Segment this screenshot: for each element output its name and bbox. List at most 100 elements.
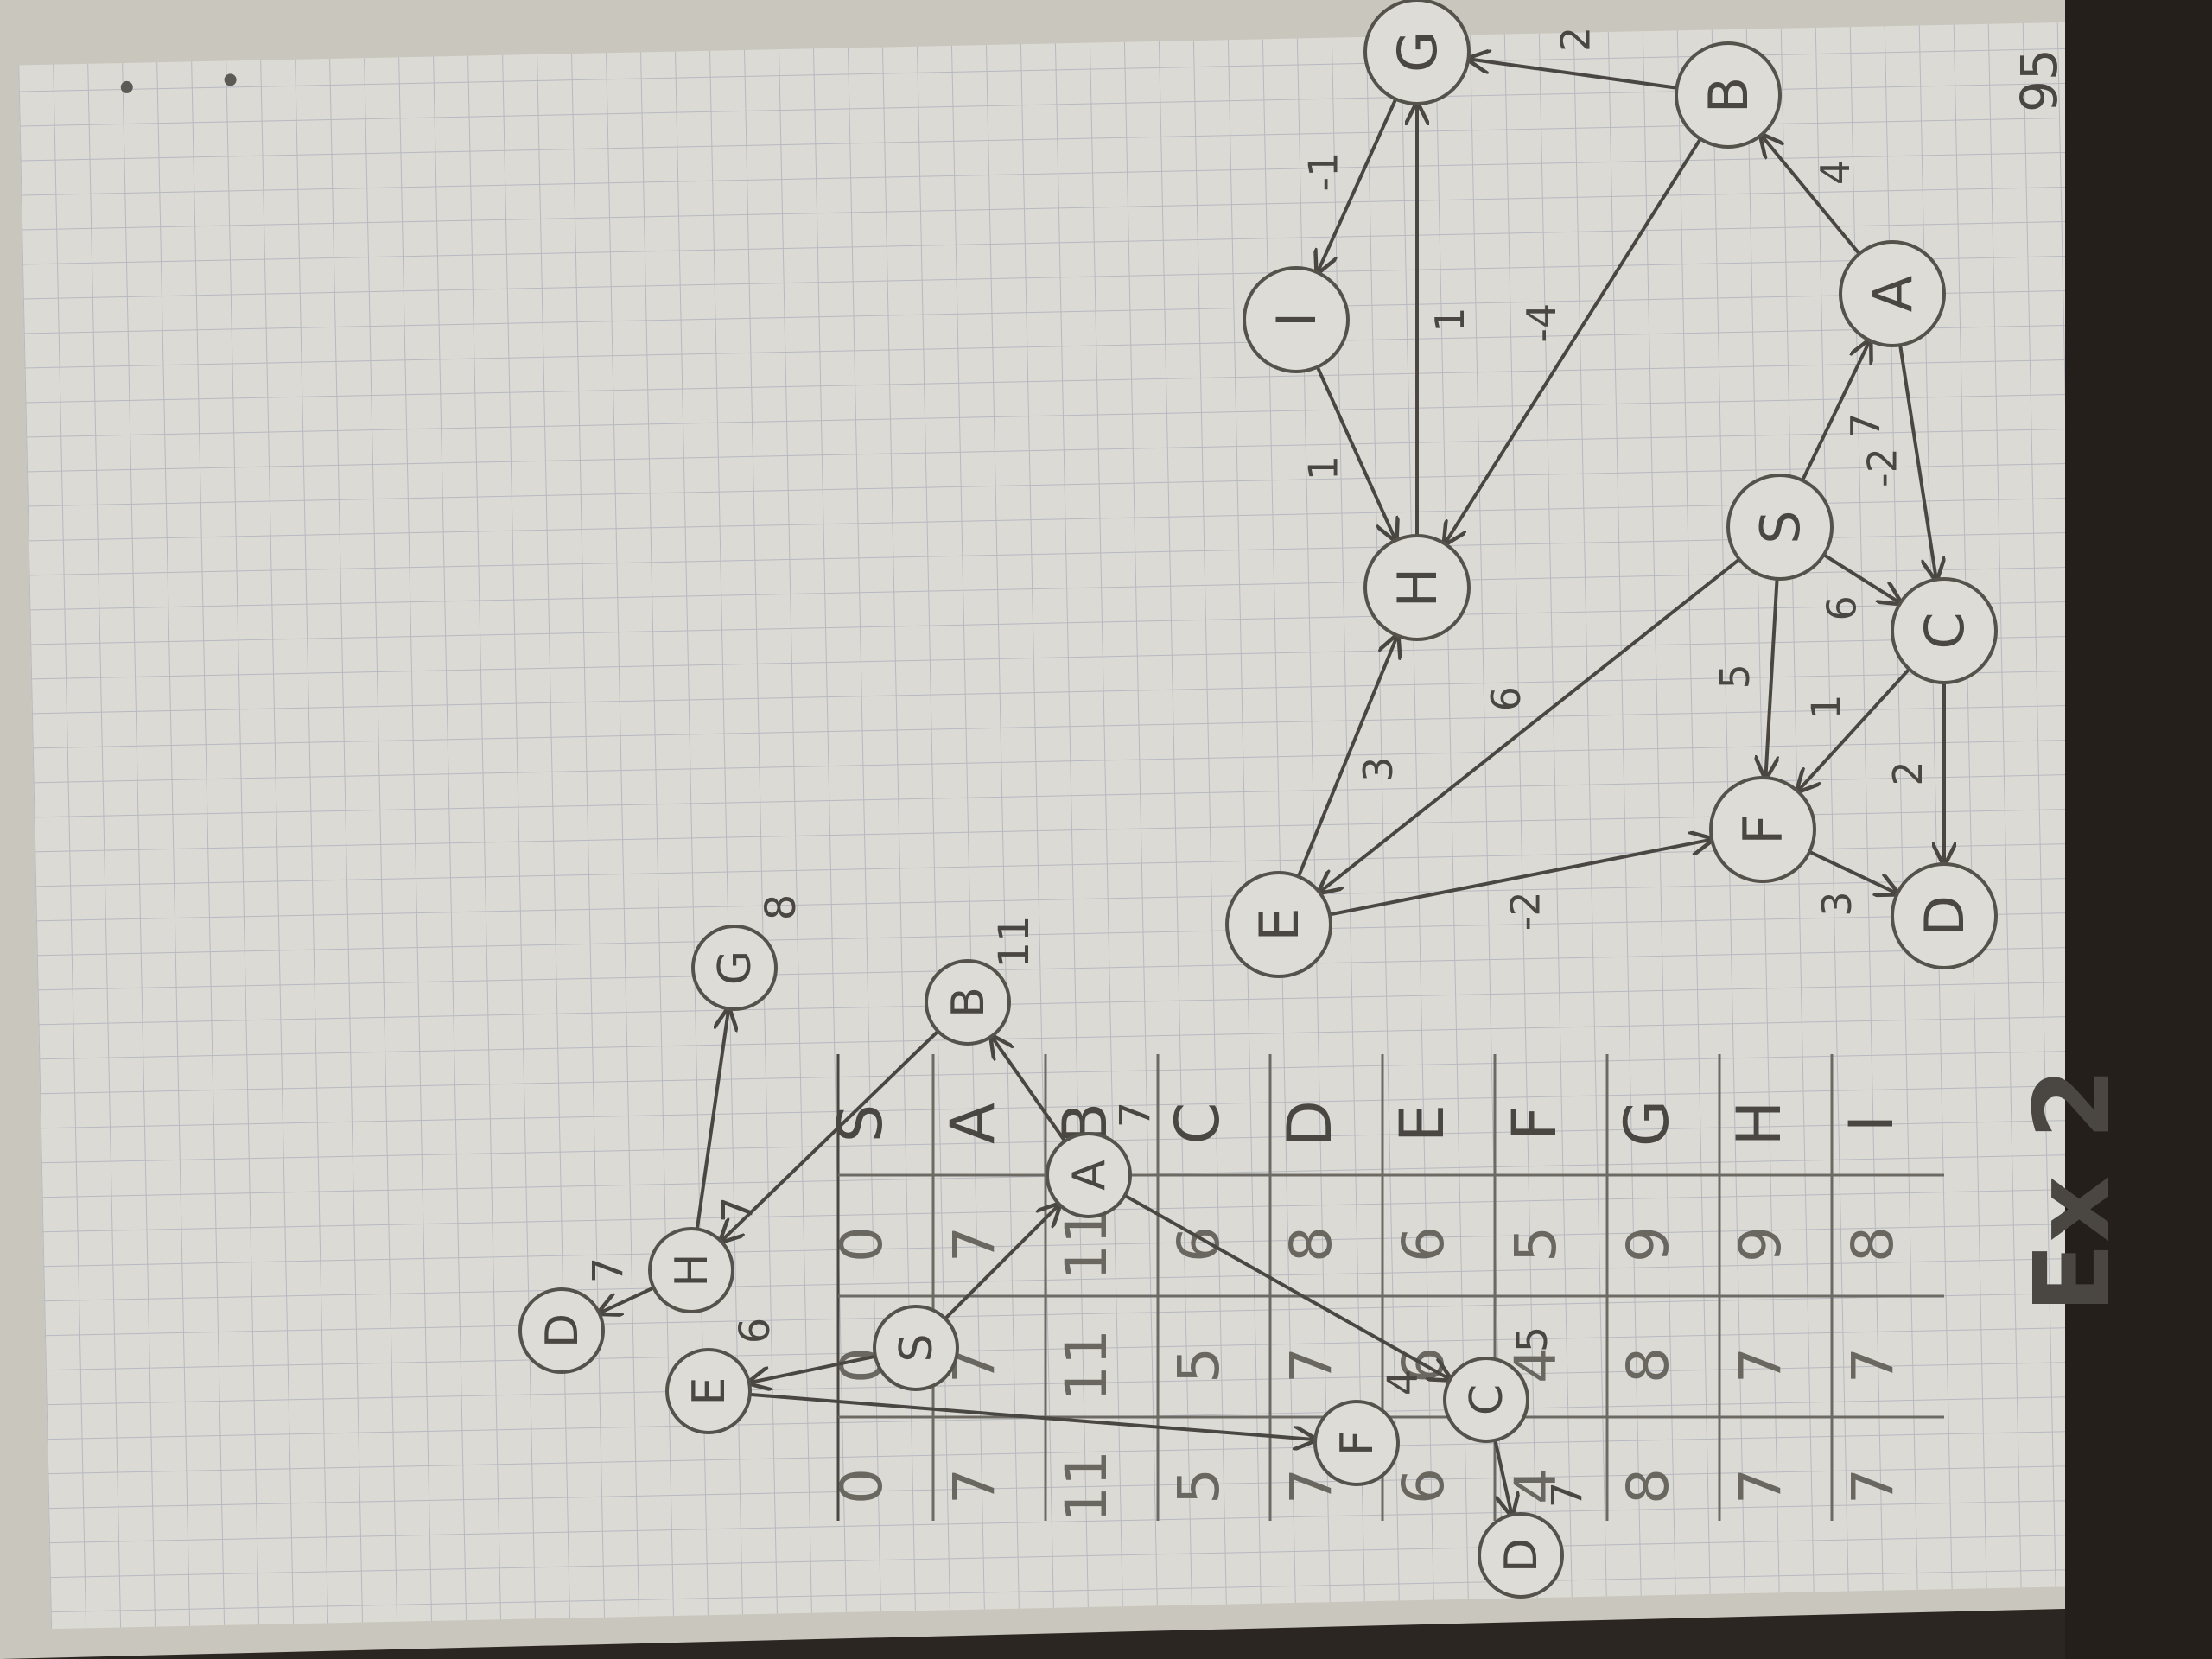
edge-weight: 6	[1819, 595, 1866, 620]
tree-node-H	[648, 1227, 734, 1313]
tree-node-B	[925, 959, 1011, 1046]
edge-weight: 6	[1483, 686, 1529, 711]
edge-E-H	[1296, 636, 1397, 878]
table-cell: 5	[1166, 1468, 1232, 1504]
tree-node-label: F	[1332, 1430, 1383, 1456]
table-header: C	[1162, 1103, 1233, 1145]
edge-weight: 3	[1355, 757, 1402, 782]
table-header: I	[1836, 1115, 1907, 1133]
tree-node-label: S	[891, 1333, 943, 1362]
edge-S-C	[1822, 553, 1901, 603]
tree-node-label: A	[1064, 1160, 1116, 1191]
node-S	[1726, 474, 1834, 581]
tree-node-distance: 5	[1509, 1326, 1557, 1353]
edge-I-H	[1315, 365, 1396, 541]
edge-weight: 1	[1300, 455, 1347, 480]
tree-node-label: C	[1461, 1384, 1513, 1415]
tree-edge-B-H	[721, 1029, 939, 1241]
tree-edge-S-E	[749, 1354, 876, 1382]
table-header: S	[825, 1104, 896, 1142]
tree-node-I	[518, 1287, 605, 1374]
table-cell: 5	[1166, 1347, 1232, 1383]
edge-weight: -4	[1518, 303, 1565, 343]
node-label: A	[1861, 276, 1924, 312]
tree-node-D	[1478, 1512, 1564, 1599]
tree-node-E	[665, 1348, 752, 1434]
edge-S-F	[1765, 578, 1777, 778]
table-cell: 7	[1727, 1347, 1794, 1383]
node-D	[1891, 862, 1998, 969]
edge-weight: 3	[1814, 891, 1860, 916]
table-cell: 7	[1278, 1347, 1344, 1383]
table-cell: 7	[1840, 1347, 1906, 1383]
table-cell: 8	[1840, 1226, 1906, 1262]
edge-B-G	[1468, 59, 1677, 90]
tree-node-distance: 6	[731, 1318, 779, 1344]
table-cell: 9	[1615, 1226, 1681, 1262]
tree-edge-A-C	[1123, 1193, 1450, 1380]
page-number: 95	[2010, 48, 2069, 112]
page-title: Ex 2	[2013, 1067, 2133, 1313]
edge-weight: 4	[1812, 160, 1859, 185]
distance-table: SABCDEFGHI071168659980711576487707115764…	[825, 1054, 1944, 1522]
table-cell: 7	[1727, 1468, 1794, 1504]
table-cell: 0	[829, 1468, 895, 1504]
tree-node-distance: 7	[584, 1257, 632, 1284]
tree-node-distance: 8	[757, 894, 805, 921]
tree-edge-S-A	[944, 1205, 1059, 1320]
node-H	[1363, 534, 1471, 641]
table-cell: 7	[941, 1226, 1007, 1262]
tree-node-distance: 11	[990, 915, 1039, 968]
table-cell: 8	[1615, 1347, 1681, 1383]
edge-weight: -2	[1859, 448, 1905, 487]
edge-weight: 7	[1842, 413, 1889, 438]
tree-edge-H-I	[599, 1286, 655, 1313]
edge-weight: 1	[1802, 694, 1849, 719]
tree-node-distance: 4	[1379, 1370, 1427, 1396]
edge-weight: 2	[1553, 27, 1599, 52]
table-cell: 11	[1053, 1329, 1120, 1402]
edge-weight: 2	[1885, 760, 1931, 785]
table-header: E	[1387, 1104, 1458, 1142]
table-cell: 6	[1166, 1226, 1232, 1262]
table-cell: 11	[1053, 1208, 1120, 1281]
table-cell: 9	[1727, 1226, 1794, 1262]
notebook-page	[18, 22, 2116, 1630]
table-header: D	[1274, 1100, 1345, 1147]
tree-node-distance: 7	[1543, 1482, 1592, 1509]
tree-node-label: E	[683, 1377, 735, 1406]
edge-weight: -2	[1503, 891, 1549, 931]
table-header: H	[1724, 1101, 1795, 1147]
tree-node-label: D	[537, 1313, 588, 1348]
tree-node-distance: 7	[714, 1197, 762, 1224]
node-E	[1225, 871, 1332, 978]
table-cell: 8	[1615, 1468, 1681, 1504]
node-F	[1709, 776, 1816, 883]
table-header: A	[938, 1103, 1008, 1144]
table-cell: 8	[1278, 1226, 1344, 1262]
node-label: B	[1697, 77, 1760, 114]
tree-node-label: G	[709, 950, 761, 985]
tree-node-C	[1443, 1357, 1529, 1443]
node-label: S	[1749, 510, 1812, 543]
tree-node-label: B	[943, 987, 995, 1018]
node-label: F	[1732, 814, 1795, 845]
edge-F-D	[1808, 849, 1897, 893]
tree-edge-A-B	[992, 1036, 1067, 1142]
table-cell: 7	[1840, 1468, 1906, 1504]
table-header: F	[1499, 1106, 1570, 1141]
edge-weight: 5	[1712, 664, 1758, 689]
tree-node-distance: 7	[1111, 1102, 1160, 1128]
node-label: H	[1386, 568, 1449, 608]
tree-node-A	[1046, 1132, 1132, 1218]
tree-edge-H-G	[695, 1009, 728, 1230]
node-I	[1243, 266, 1350, 373]
tree-node-G	[691, 925, 778, 1011]
node-label: D	[1913, 895, 1976, 937]
edge-B-H	[1445, 137, 1702, 544]
table-cell: 11	[1053, 1450, 1120, 1522]
